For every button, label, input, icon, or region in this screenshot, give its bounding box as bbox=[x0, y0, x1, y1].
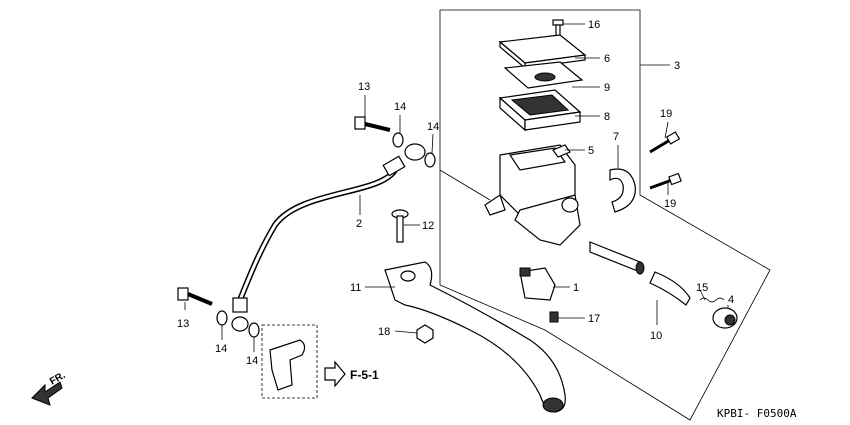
callout-6: 6 bbox=[604, 53, 610, 65]
callout-8: 8 bbox=[604, 111, 610, 123]
callout-10: 10 bbox=[650, 330, 662, 342]
callout-18: 18 bbox=[378, 326, 390, 338]
callout-9: 9 bbox=[604, 82, 610, 94]
leader-lines bbox=[184, 23, 729, 352]
callout-1: 1 bbox=[573, 282, 579, 294]
bolt-13-upper bbox=[354, 116, 391, 132]
callout-16: 16 bbox=[588, 19, 600, 31]
front-direction-arrow-icon bbox=[31, 381, 63, 406]
bolt-19-upper bbox=[649, 131, 681, 154]
callout-3: 3 bbox=[674, 60, 680, 72]
bolt-19-lower bbox=[649, 172, 682, 190]
nut bbox=[416, 324, 434, 344]
assembly-group-outline bbox=[439, 9, 771, 421]
washer-14-c bbox=[216, 310, 228, 326]
callout-12: 12 bbox=[422, 220, 434, 232]
reference-box bbox=[261, 324, 318, 399]
callout-19-lower: 19 bbox=[664, 198, 676, 210]
reservoir-cap bbox=[498, 34, 587, 70]
bolt-13-lower bbox=[177, 287, 213, 306]
handlebar-switch bbox=[269, 339, 306, 391]
brake-lever bbox=[384, 261, 566, 413]
diaphragm-plate bbox=[503, 61, 584, 89]
callout-4: 4 bbox=[728, 294, 734, 306]
callout-2: 2 bbox=[356, 218, 362, 230]
piston-kit bbox=[589, 241, 691, 306]
callout-13-lower: 13 bbox=[177, 318, 189, 330]
callout-14-c: 14 bbox=[215, 343, 227, 355]
holder bbox=[609, 168, 636, 213]
boot bbox=[712, 307, 738, 329]
reference-label: F-5-1 bbox=[350, 368, 379, 382]
callout-5: 5 bbox=[588, 145, 594, 157]
callout-13-upper: 13 bbox=[358, 81, 370, 93]
bracket bbox=[519, 267, 556, 301]
callout-14-b: 14 bbox=[427, 121, 439, 133]
washer-14-b bbox=[424, 152, 436, 168]
callout-17: 17 bbox=[588, 313, 600, 325]
callout-14-d: 14 bbox=[246, 355, 258, 367]
callout-7: 7 bbox=[613, 131, 619, 143]
diagram-code: KPBI- F0500A bbox=[717, 407, 797, 420]
callout-14-a: 14 bbox=[394, 101, 406, 113]
callout-11: 11 bbox=[350, 282, 361, 294]
reference-arrow-icon bbox=[324, 360, 346, 388]
washer-14-d bbox=[248, 322, 260, 338]
direction-label: FR. bbox=[48, 370, 68, 388]
screw-16 bbox=[552, 19, 564, 38]
washer-14-a bbox=[392, 132, 404, 148]
spring bbox=[699, 297, 725, 303]
diaphragm bbox=[498, 89, 582, 132]
pivot-bolt bbox=[391, 209, 409, 243]
callout-19-upper: 19 bbox=[660, 108, 672, 120]
brake-hose bbox=[231, 143, 426, 332]
callout-15: 15 bbox=[696, 282, 708, 294]
clip bbox=[552, 144, 571, 158]
screw-17 bbox=[549, 311, 559, 323]
master-cylinder-body bbox=[484, 144, 581, 246]
